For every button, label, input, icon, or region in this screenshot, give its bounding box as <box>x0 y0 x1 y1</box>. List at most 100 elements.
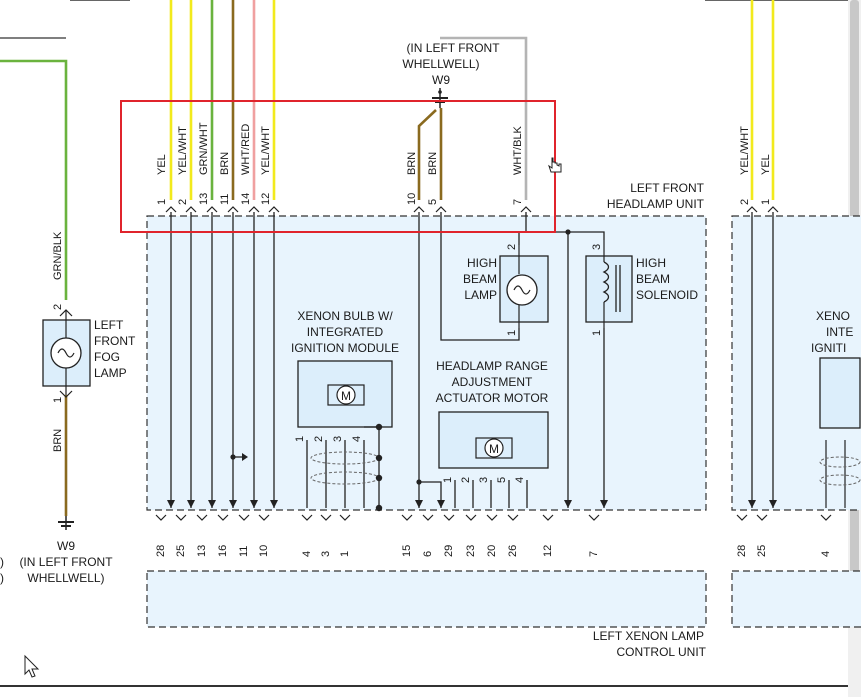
bottom-arrowheads <box>167 500 777 508</box>
fog-lamp-green-wire <box>0 59 68 300</box>
pin-number: 15 <box>401 545 413 557</box>
pin-number: 1 <box>591 330 603 336</box>
pin-number: 1 <box>294 436 306 442</box>
pin-number: 4 <box>301 551 313 557</box>
control-unit-label-1: LEFT XENON LAMP <box>593 629 704 643</box>
pin-number: 3 <box>332 436 344 442</box>
wire-label: BRN <box>219 152 231 175</box>
wire-label: WHT/RED <box>240 124 252 175</box>
pin-number: 6 <box>422 551 434 557</box>
pin-number: 3 <box>320 551 332 557</box>
hand-cursor-icon <box>548 157 562 173</box>
headlamp-unit-label-1: LEFT FRONT <box>630 181 704 195</box>
xenon-label: XENON BULB W/ <box>297 309 393 323</box>
pin-number: 28 <box>155 545 167 557</box>
bottom-ground-location-1: (IN LEFT FRONT <box>19 555 113 569</box>
arrow-cursor-icon <box>24 654 40 678</box>
bottom-ground-symbol <box>58 516 74 530</box>
high-beam-lamp <box>499 245 549 328</box>
pin-number: 16 <box>217 545 229 557</box>
pin-number: 12 <box>260 193 272 205</box>
pin-number: 25 <box>175 545 187 557</box>
pin-number: 5 <box>427 199 439 205</box>
top-connector-row <box>165 206 779 213</box>
pin-number: 1 <box>442 477 454 483</box>
high-beam-lamp-label: BEAM <box>463 272 497 286</box>
bottom-connector-row <box>155 514 832 521</box>
pin-number: 29 <box>443 545 455 557</box>
pin-number: 1 <box>760 199 772 205</box>
junction-dot <box>416 479 422 485</box>
pin-number: 14 <box>240 193 252 205</box>
fog-lamp-label: LAMP <box>94 366 127 380</box>
pin-number: 13 <box>196 545 208 557</box>
right-module-label: IGNITI <box>811 341 846 355</box>
solenoid-label: HIGH <box>636 256 666 270</box>
pin-number: 3 <box>478 477 490 483</box>
pin-number: 2 <box>506 244 518 250</box>
pin-number: 26 <box>507 545 519 557</box>
wire-label: BRN <box>406 152 418 175</box>
pin-number: 1 <box>506 330 518 336</box>
wire-label: GRN/WHT <box>198 122 210 175</box>
pin-number: 4 <box>820 551 832 557</box>
pin-number: 13 <box>198 193 210 205</box>
pin-number: 4 <box>514 477 526 483</box>
junction-dot <box>565 229 571 235</box>
top-ground-location-2: WHELLWELL) <box>402 57 479 71</box>
pin-number: 10 <box>406 193 418 205</box>
fog-lamp-label: FRONT <box>94 334 136 348</box>
pin-number: 1 <box>52 397 64 403</box>
range-motor-label: ADJUSTMENT <box>452 375 533 389</box>
pin-number: 7 <box>588 551 600 557</box>
solenoid-label: BEAM <box>636 272 670 286</box>
right-module-label: INTE <box>826 325 853 339</box>
range-motor-label: ACTUATOR MOTOR <box>436 391 549 405</box>
arrow-icon <box>242 453 248 461</box>
wire-label: WHT/BLK <box>512 125 524 175</box>
pin-number: 1 <box>156 199 168 205</box>
fog-lamp-label: FOG <box>94 350 120 364</box>
high-beam-lamp-label: LAMP <box>464 288 497 302</box>
bottom-ground-id: W9 <box>57 539 75 553</box>
right-partial-module <box>819 357 861 508</box>
range-motor-label: HEADLAMP RANGE <box>436 359 548 373</box>
xenon-label: IGNITION MODULE <box>291 341 399 355</box>
left-xenon-lamp-control-unit-box <box>146 570 707 628</box>
left-edge-paren: ) <box>0 571 4 585</box>
headlamp-unit-label-2: HEADLAMP UNIT <box>607 197 705 211</box>
wire-label: BRN <box>52 429 64 452</box>
control-unit-label-2: CONTROL UNIT <box>616 645 706 659</box>
pin-number: 20 <box>486 545 498 557</box>
pin-number: 28 <box>736 545 748 557</box>
pin-number: 2 <box>52 304 64 310</box>
wire-label: YEL <box>156 154 168 175</box>
wire-label: YEL/WHT <box>260 126 272 175</box>
right-control-box <box>731 570 861 628</box>
pin-number: 11 <box>238 546 250 557</box>
pin-number: 25 <box>756 545 768 557</box>
fog-lamp <box>42 309 91 398</box>
high-beam-lamp-label: HIGH <box>467 256 497 270</box>
xenon-label: INTEGRATED <box>307 325 384 339</box>
pin-number: 4 <box>351 436 363 442</box>
motor-symbol: M <box>341 389 351 403</box>
solenoid-label: SOLENOID <box>636 288 698 302</box>
pin-number: 10 <box>258 545 270 557</box>
pin-number: 2 <box>460 477 472 483</box>
left-edge-paren: ) <box>0 555 4 569</box>
bottom-ground-location-2: WHELLWELL) <box>27 571 104 585</box>
pin-number: 2 <box>739 199 751 205</box>
wire-label: YEL/WHT <box>177 126 189 175</box>
internal-wiring <box>170 212 774 508</box>
fog-lamp-label: LEFT <box>94 318 124 332</box>
top-ground-location-1: (IN LEFT FRONT <box>406 41 500 55</box>
wire-label: GRN/BLK <box>52 231 64 280</box>
pin-number: 11 <box>219 194 231 205</box>
pin-number: 23 <box>465 545 477 557</box>
pin-number: 5 <box>496 477 508 483</box>
wire-brn-10 <box>417 109 437 200</box>
motor-symbol: M <box>489 442 499 456</box>
pin-number: 12 <box>542 545 554 557</box>
